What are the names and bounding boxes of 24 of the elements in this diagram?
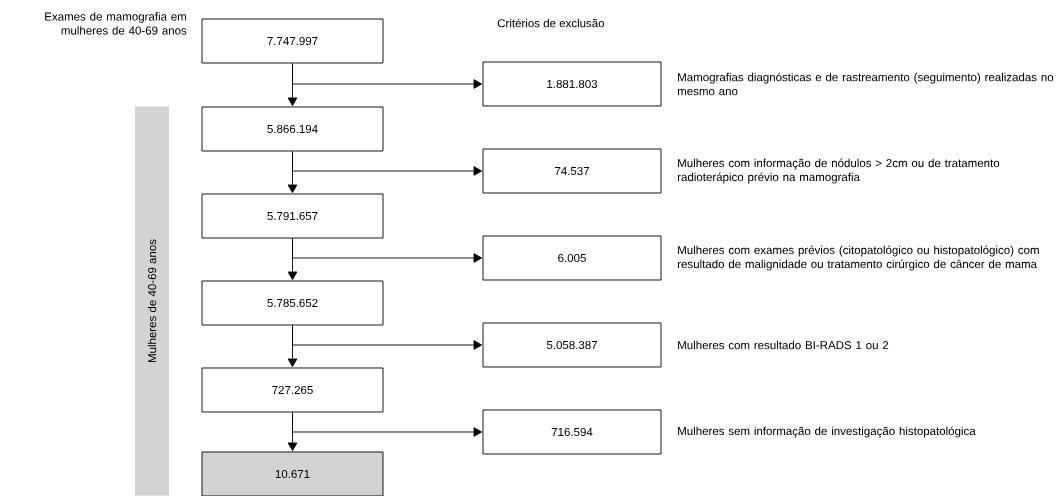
- process-box: 1.881.803: [482, 61, 662, 107]
- criterion-text: Mulheres com resultado BI-RADS 1 ou 2: [678, 340, 889, 350]
- process-box: 727.265: [201, 367, 384, 413]
- source-text: Exames de mamografia em mulheres de 40-69 anos: [45, 12, 187, 35]
- process-box: 10.671: [201, 451, 384, 496]
- arrow: [292, 325, 483, 350]
- process-box: 716.594: [482, 409, 662, 455]
- process-box: 5.791.657: [201, 193, 384, 239]
- arrow: [292, 151, 483, 176]
- arrow: [292, 412, 483, 437]
- criterion-text: Mulheres com informação de nódulos > 2cm ou de tratamento radioterápico prévio na mamografia: [677, 158, 1000, 184]
- process-box: 7.747.997: [201, 18, 384, 64]
- process-box: 5.866.194: [201, 106, 384, 152]
- criterion-text: Mulheres sem informação de investigação histopatológica: [678, 426, 976, 438]
- arrow: [292, 238, 483, 263]
- process-box: 5.058.387: [482, 322, 662, 368]
- process-box: 5.785.652: [201, 280, 384, 326]
- process-box: 6.005: [482, 235, 662, 281]
- criterion-text: Mamografias diagnósticas e de rastreamento (seguimento) realizadas no mesmo ano: [677, 72, 1054, 96]
- process-box: 74.537: [482, 148, 662, 194]
- arrow: [292, 63, 483, 89]
- criterion-text: Mulheres com exames prévios (citopatológico ou histopatológico) com resultado de malignidade ou tratamento cirúrgico de câncer de mama: [677, 245, 1039, 271]
- band: Mulheres de 40-69 anos: [135, 106, 169, 496]
- column-heading: Critérios de exclusão: [497, 18, 605, 28]
